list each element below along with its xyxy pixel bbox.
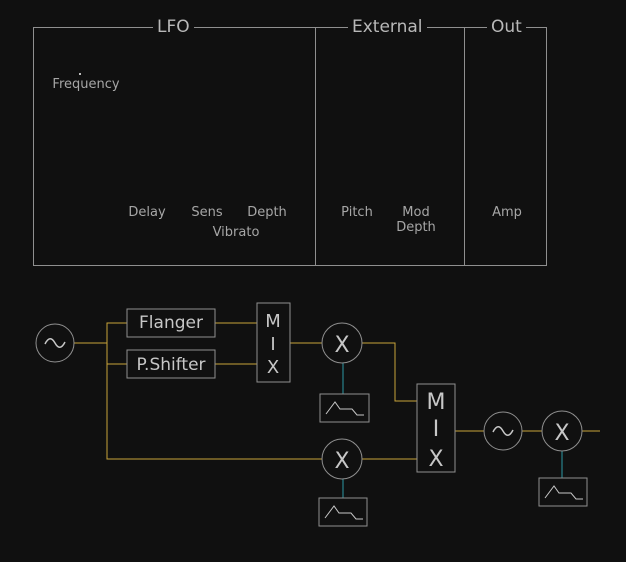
- depth-label: Depth: [247, 205, 287, 220]
- frequency-label: Frequency: [52, 77, 120, 92]
- external-panel-title: External: [348, 17, 427, 37]
- signal-wires: [74, 322, 600, 460]
- modulation-wires: [342, 363, 563, 498]
- pshifter-label: P.Shifter: [136, 355, 205, 375]
- mixer-2-letter-m: M: [427, 390, 446, 415]
- mixer-2-letter-i: I: [433, 417, 440, 442]
- mod-depth-label-line1: Mod: [402, 205, 430, 220]
- multiplier-3[interactable]: X: [541, 410, 583, 452]
- oscillator-in-icon[interactable]: [35, 323, 75, 363]
- multiplier-3-label: X: [554, 421, 569, 446]
- mixer-1-letter-i: I: [270, 334, 275, 355]
- lfo-panel: LFO: [33, 17, 316, 266]
- sens-label: Sens: [191, 205, 223, 220]
- envelope-3-icon[interactable]: [538, 477, 588, 507]
- mixer-2-letter-x: X: [428, 447, 443, 472]
- oscillator-out-icon[interactable]: [483, 411, 523, 451]
- envelope-1-icon[interactable]: [319, 393, 370, 423]
- flanger-label: Flanger: [139, 313, 203, 333]
- frequency-knob-indicator[interactable]: [79, 73, 81, 75]
- out-panel-title: Out: [487, 17, 526, 37]
- mixer-2[interactable]: M I X: [416, 383, 456, 473]
- amp-label: Amp: [492, 205, 522, 220]
- multiplier-1[interactable]: X: [321, 322, 363, 364]
- pshifter-block[interactable]: P.Shifter: [126, 349, 216, 379]
- flanger-block[interactable]: Flanger: [126, 308, 216, 338]
- mixer-1-letter-x: X: [267, 357, 279, 378]
- multiplier-2[interactable]: X: [321, 438, 363, 480]
- mixer-1[interactable]: M I X: [256, 302, 291, 383]
- out-panel: Out: [464, 17, 547, 266]
- mod-depth-label-line2: Depth: [396, 220, 436, 235]
- delay-label: Delay: [128, 205, 166, 220]
- envelope-2-icon[interactable]: [318, 497, 368, 527]
- vibrato-group-label: Vibrato: [212, 225, 260, 240]
- mixer-1-letter-m: M: [265, 311, 281, 332]
- multiplier-1-label: X: [334, 333, 349, 358]
- lfo-panel-title: LFO: [153, 17, 194, 37]
- pitch-label: Pitch: [341, 205, 373, 220]
- multiplier-2-label: X: [334, 449, 349, 474]
